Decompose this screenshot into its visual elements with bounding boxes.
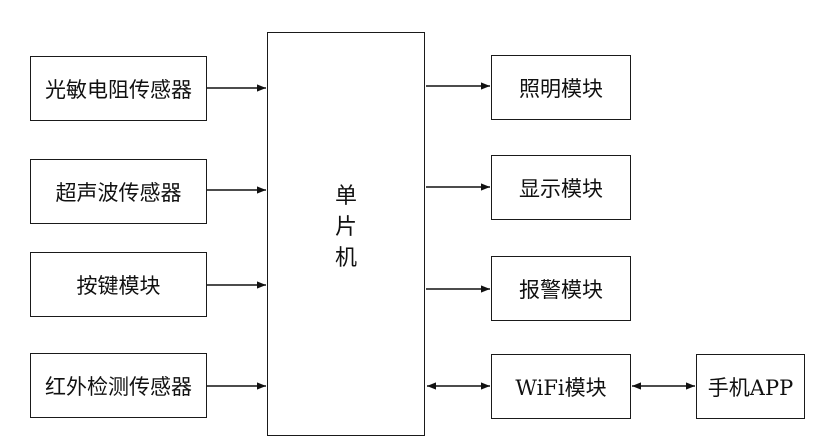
ultrasonic-sensor-label: 超声波传感器 [55, 180, 182, 205]
light-sensor-label: 光敏电阻传感器 [45, 77, 192, 102]
infrared-sensor-label: 红外检测传感器 [45, 374, 192, 399]
alarm-module-box: 报警模块 [491, 256, 631, 321]
phone-app-label: 手机APP [707, 375, 794, 400]
microcontroller-char-3: 机 [334, 246, 357, 271]
microcontroller-box: 单 片 机 [267, 32, 425, 436]
ultrasonic-sensor-box: 超声波传感器 [30, 159, 207, 224]
phone-app-box: 手机APP [696, 354, 805, 419]
microcontroller-char-1: 单 [334, 184, 357, 209]
microcontroller-label: 单 片 机 [268, 181, 424, 274]
infrared-sensor-box: 红外检测传感器 [30, 353, 207, 418]
display-module-label: 显示模块 [519, 176, 603, 201]
lighting-module-label: 照明模块 [519, 76, 603, 101]
keypad-module-label: 按键模块 [76, 273, 161, 298]
display-module-box: 显示模块 [491, 155, 631, 220]
lighting-module-box: 照明模块 [491, 55, 631, 120]
light-sensor-box: 光敏电阻传感器 [30, 56, 207, 121]
wifi-module-box: WiFi模块 [491, 354, 631, 419]
wifi-module-label: WiFi模块 [515, 375, 607, 400]
keypad-module-box: 按键模块 [30, 252, 207, 317]
microcontroller-char-2: 片 [334, 215, 357, 240]
alarm-module-label: 报警模块 [519, 277, 603, 302]
